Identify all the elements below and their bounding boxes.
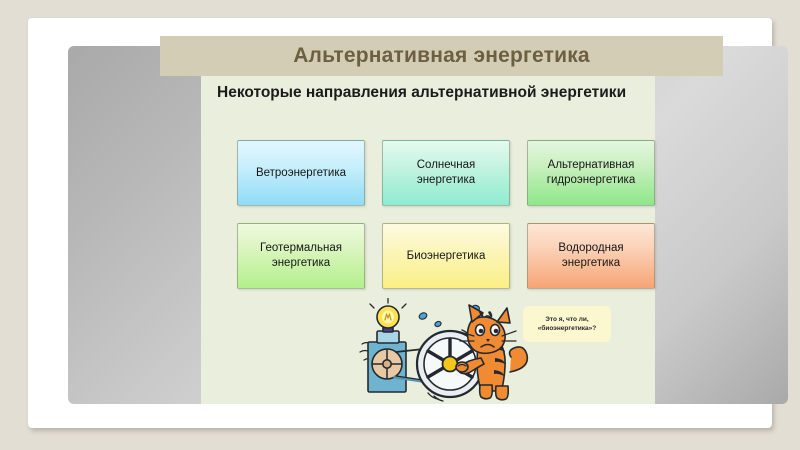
category-box-hydro[interactable]: Альтернативная гидроэнергетика bbox=[527, 140, 655, 206]
category-box-wind[interactable]: Ветроэнергетика bbox=[237, 140, 365, 206]
slide-frame: Альтернативная энергетика Некоторые напр… bbox=[28, 18, 788, 428]
title-banner: Альтернативная энергетика bbox=[160, 36, 723, 76]
category-box-geothermal[interactable]: Геотермальная энергетика bbox=[237, 223, 365, 289]
category-label: Геотермальная энергетика bbox=[260, 242, 342, 269]
category-label: Солнечная энергетика bbox=[416, 159, 476, 186]
category-label: Биоэнергетика bbox=[406, 249, 486, 262]
category-box-solar[interactable]: Солнечная энергетика bbox=[382, 140, 510, 206]
panel-heading: Некоторые направления альтернативной эне… bbox=[217, 84, 627, 101]
speech-bubble-text: Это я, что ли, «биоэнергетика»? bbox=[537, 315, 597, 333]
category-label: Альтернативная гидроэнергетика bbox=[546, 159, 636, 186]
category-label: Водородная энергетика bbox=[558, 242, 624, 269]
category-grid: Ветроэнергетика Солнечная энергетика Аль… bbox=[237, 140, 655, 289]
slide-title: Альтернативная энергетика bbox=[293, 44, 590, 67]
category-box-bio[interactable]: Биоэнергетика bbox=[382, 223, 510, 289]
speech-bubble: Это я, что ли, «биоэнергетика»? bbox=[523, 306, 611, 342]
category-box-hydrogen[interactable]: Водородная энергетика bbox=[527, 223, 655, 289]
cat-generator-illustration bbox=[350, 298, 540, 406]
category-label: Ветроэнергетика bbox=[255, 166, 347, 179]
